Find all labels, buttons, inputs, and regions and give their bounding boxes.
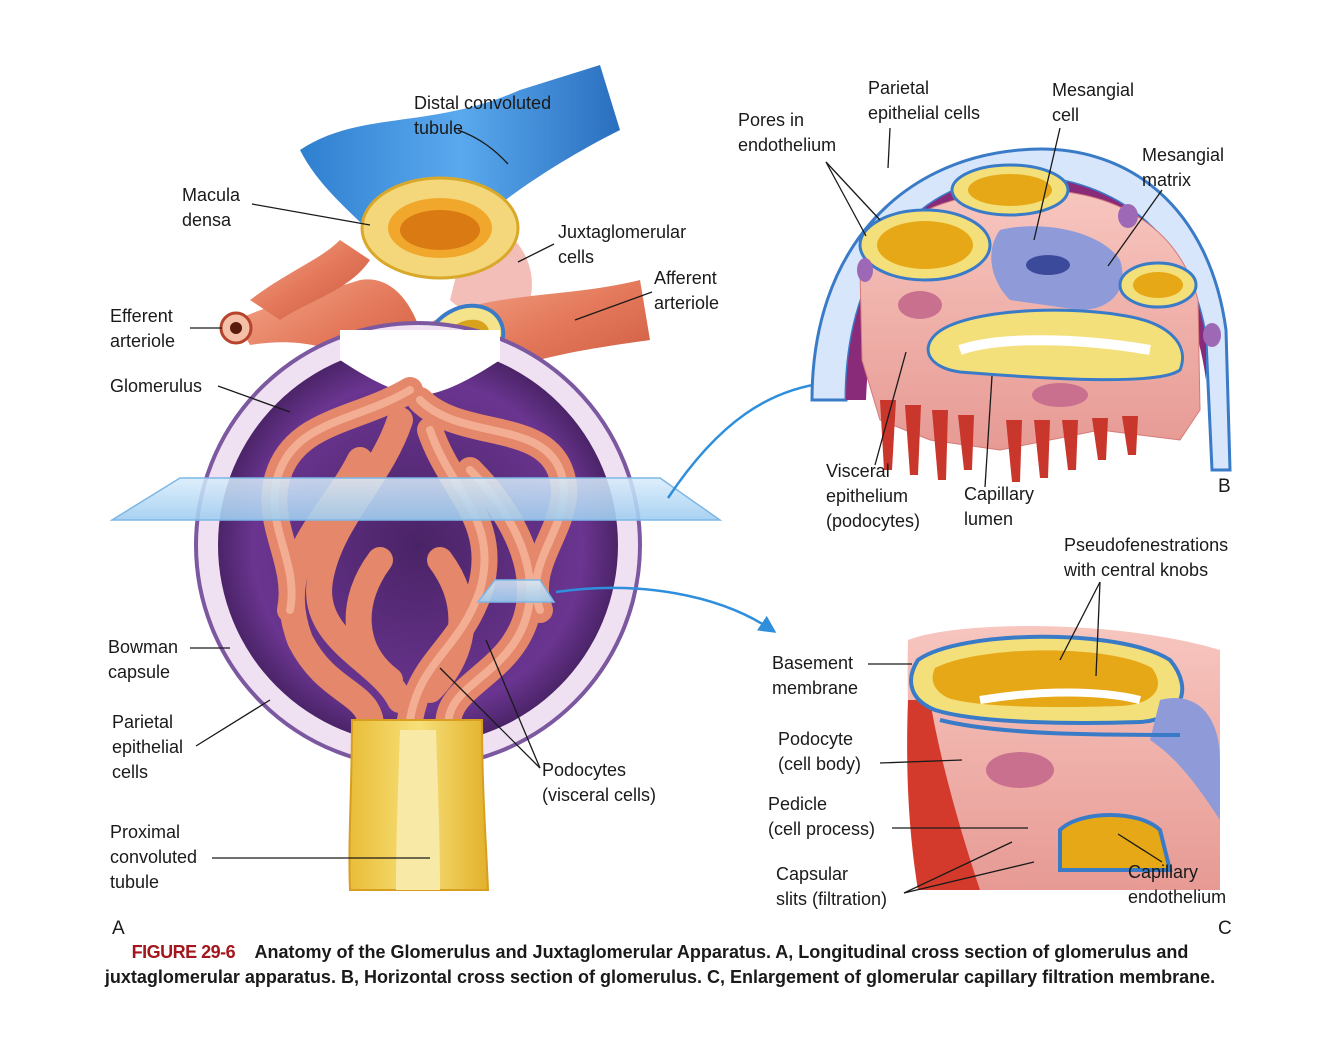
enlargement-marker [476,579,556,603]
label-parietal-epithelial-cells-a: Parietal epithelial cells [112,712,184,782]
section-plane [109,477,723,521]
label-basement-membrane: Basement membrane [772,653,859,698]
panel-a-illustration [109,65,723,891]
label-juxtaglomerular-cells: Juxtaglomerular cells [558,222,687,267]
panel-c-illustration [907,626,1220,890]
panel-b-illustration [810,147,1232,482]
label-afferent-arteriole: Afferent arteriole [654,268,720,313]
panel-letter-a: A [112,918,125,939]
label-podocyte-cell-body: Podocyte (cell body) [778,729,862,774]
arrow-to-panel-b [666,375,831,499]
label-pedicle: Pedicle (cell process) [768,794,876,839]
leader-lines [190,127,1163,894]
label-visceral-epithelium: Visceral epithelium (podocytes) [826,461,921,531]
label-pores-in-endothelium: Pores in endothelium [738,110,837,155]
panel-letter-b: B [1218,476,1231,497]
label-mesangial-cell: Mesangial cell [1052,80,1135,125]
lower-capillary-c [1058,813,1173,872]
figure-caption-text: Anatomy of the Glomerulus and Juxtaglome… [104,942,1216,987]
label-capillary-endothelium: Capillary endothelium [1128,862,1227,907]
label-glomerulus: Glomerulus [110,376,203,396]
podocyte-fringe-b [880,400,1138,482]
mesangial-cell-shape [1026,255,1070,275]
label-distal-convoluted-tubule: Distal convoluted tubule [414,93,552,138]
label-mesangial-matrix: Mesangial matrix [1142,145,1225,190]
figure-caption: FIGURE 29-6 Anatomy of the Glomerulus an… [100,940,1220,990]
panel-letter-c: C [1218,918,1232,939]
label-podocytes-visceral-cells: Podocytes (visceral cells) [542,760,657,805]
label-parietal-epithelial-cells-b: Parietal epithelial cells [868,78,981,123]
arrow-to-panel-c [555,586,777,633]
figure-number: FIGURE 29-6 [131,942,236,962]
label-pseudofenestrations: Pseudofenestrations with central knobs [1064,535,1229,580]
label-bowman-capsule: Bowman capsule [108,637,179,682]
label-efferent-arteriole: Efferent arteriole [110,306,176,351]
label-capillary-lumen: Capillary lumen [964,484,1035,529]
label-macula-densa: Macula densa [182,185,241,230]
label-capsular-slits: Capsular slits (filtration) [776,864,888,909]
label-proximal-convoluted-tubule: Proximal convoluted tubule [110,822,198,892]
